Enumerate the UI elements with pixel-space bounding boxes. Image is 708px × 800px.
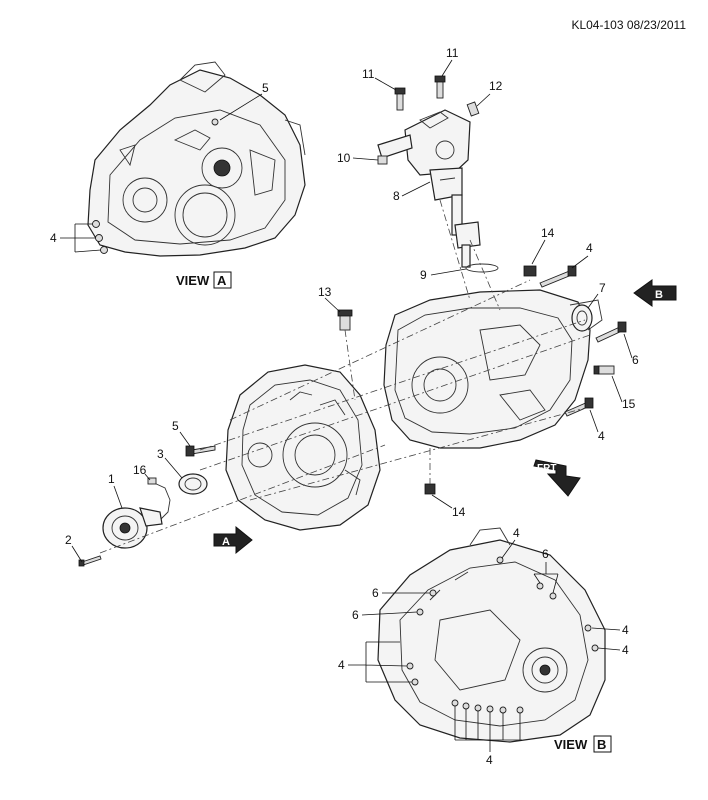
callout-11-right: 11: [446, 46, 459, 60]
front-arrow-label: FRT: [537, 463, 556, 474]
hose-16: [147, 477, 171, 521]
callout-4-mid-bolt: 4: [598, 429, 605, 443]
bolt-11-left: [394, 87, 406, 111]
callout-14-bottom: 14: [452, 505, 466, 519]
bolt-13: [337, 309, 353, 331]
bolt-5: [185, 445, 216, 457]
callout-6-rod: 6: [632, 353, 639, 367]
transmission-rear-case: [383, 289, 603, 449]
view-b-letter-box: [593, 735, 612, 753]
callout-11-left: 11: [362, 67, 375, 81]
front-direction-arrow: FRT: [533, 459, 581, 497]
callout-14-top: 14: [541, 226, 555, 240]
nut-10: [377, 155, 388, 165]
callout-15: 15: [622, 397, 636, 411]
bolt-4-top: [539, 265, 577, 288]
callout-9: 9: [420, 268, 427, 282]
callout-4-view-b-left: 4: [338, 658, 345, 672]
bolt-11-right: [434, 75, 446, 99]
callout-2: 2: [65, 533, 72, 547]
view-a-housing: [87, 61, 306, 257]
nut-14-bottom: [424, 483, 436, 495]
clutch-actuator-1: [102, 507, 163, 549]
callout-5-bolt: 5: [172, 419, 179, 433]
arrow-b-label: B: [655, 289, 663, 301]
callout-4-view-b-right-2: 4: [622, 643, 629, 657]
callout-13: 13: [318, 285, 332, 299]
alignment-lines: [99, 199, 591, 554]
seal-7: [571, 304, 593, 332]
view-b-letter: B: [597, 737, 606, 752]
switch-15: [593, 365, 615, 375]
bolt-2: [78, 555, 102, 567]
view-b-label: VIEW: [554, 737, 588, 752]
callout-1: 1: [108, 472, 115, 486]
callout-5-view-a: 5: [262, 81, 269, 95]
clutch-housing: [225, 364, 381, 531]
view-a-letter-box: [213, 271, 232, 289]
callout-10: 10: [337, 151, 351, 165]
callout-8: 8: [393, 189, 400, 203]
view-a-letter: A: [217, 273, 227, 288]
callout-3: 3: [157, 447, 164, 461]
callout-12: 12: [489, 79, 503, 93]
callout-4-top-bolt: 4: [586, 241, 593, 255]
callout-6-view-b-left-2: 6: [352, 608, 359, 622]
callout-4-view-b-bottom: 4: [486, 753, 493, 767]
pin-12: [466, 101, 480, 117]
callout-6-view-b-left-1: 6: [372, 586, 379, 600]
view-a-direction-arrow: A: [213, 525, 253, 555]
document-id: KL04-103 08/23/2011: [571, 18, 686, 32]
arrow-a-label: A: [222, 536, 230, 548]
callout-6-view-b-top: 6: [542, 547, 549, 561]
o-ring-9: [465, 263, 499, 273]
view-b-direction-arrow: B: [633, 279, 677, 307]
nut-14-top: [523, 265, 537, 277]
bolt-4-mid: [564, 397, 594, 417]
callout-16: 16: [133, 463, 147, 477]
callout-7: 7: [599, 281, 606, 295]
rod-6: [595, 321, 627, 343]
callout-4-view-a: 4: [50, 231, 57, 245]
view-a-label: VIEW: [176, 273, 210, 288]
seal-3: [178, 473, 208, 495]
callout-4-view-b-top: 4: [513, 526, 520, 540]
callout-4-view-b-right-1: 4: [622, 623, 629, 637]
view-b-housing: [377, 527, 606, 743]
